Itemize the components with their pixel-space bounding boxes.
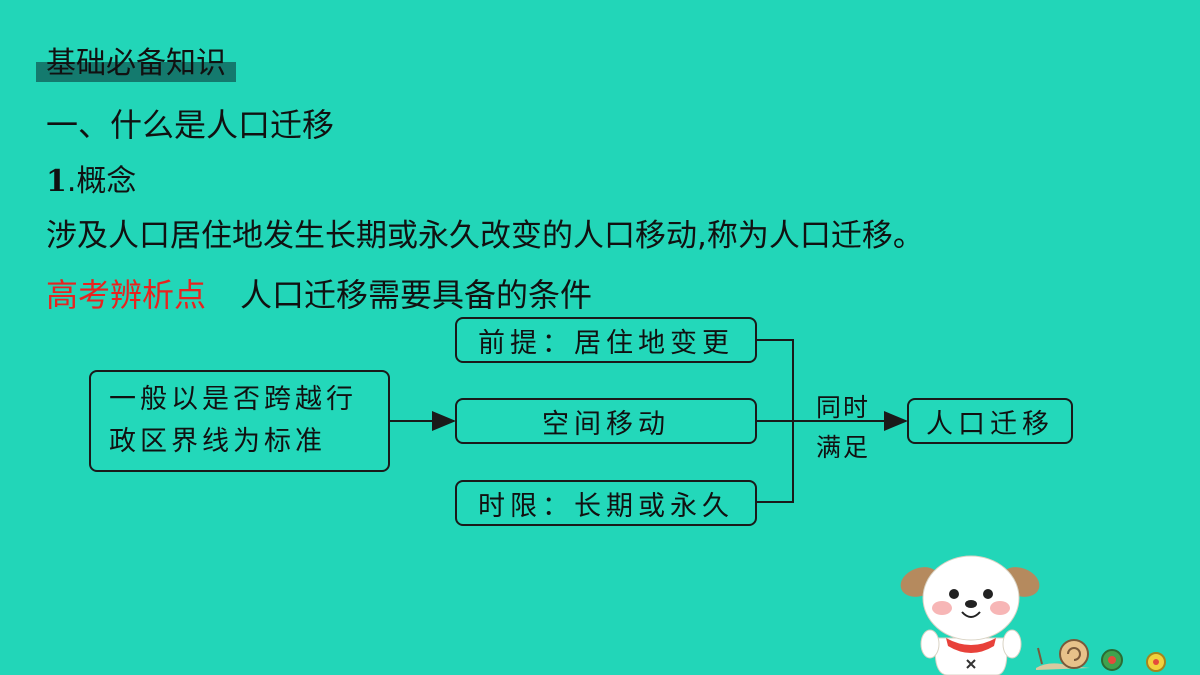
criterion-line-2: 政区界线为标准 [109,426,326,457]
heading-concept-number: 1 [46,164,67,199]
condition-label-2: 满足 [816,433,871,462]
criterion-line-1: 一般以是否跨越行 [109,384,357,415]
snail-icon [1036,639,1166,672]
condition-label-1: 同时 [816,393,871,422]
heading-concept-title: .概念 [66,164,137,199]
heading-concept: 1.概念 [46,156,136,200]
heading-what-is-migration: 一、什么是人口迁移 [46,106,335,144]
section-tag-text: 基础必备知识 [46,46,226,81]
time-limit-box: 时限：长期或永久 [455,480,757,526]
section-tag: 基础必备知识 [36,46,236,82]
result-box: 人口迁移 [907,398,1073,444]
exam-point-tag: 高考辨析点 [46,276,207,314]
definition-paragraph: 涉及人口居住地发生长期或永久改变的人口移动,称为人口迁移。 [46,218,924,254]
exam-point-line: 高考辨析点人口迁移需要具备的条件 [46,270,592,316]
section-tag-highlight [36,62,236,82]
spatial-movement-box: 空间移动 [455,398,757,444]
criterion-box: 一般以是否跨越行 政区界线为标准 [89,370,390,472]
puppy-mascot-icon [900,555,1040,675]
exam-point-title: 人口迁移需要具备的条件 [240,276,593,314]
premise-box: 前提：居住地变更 [455,317,757,363]
